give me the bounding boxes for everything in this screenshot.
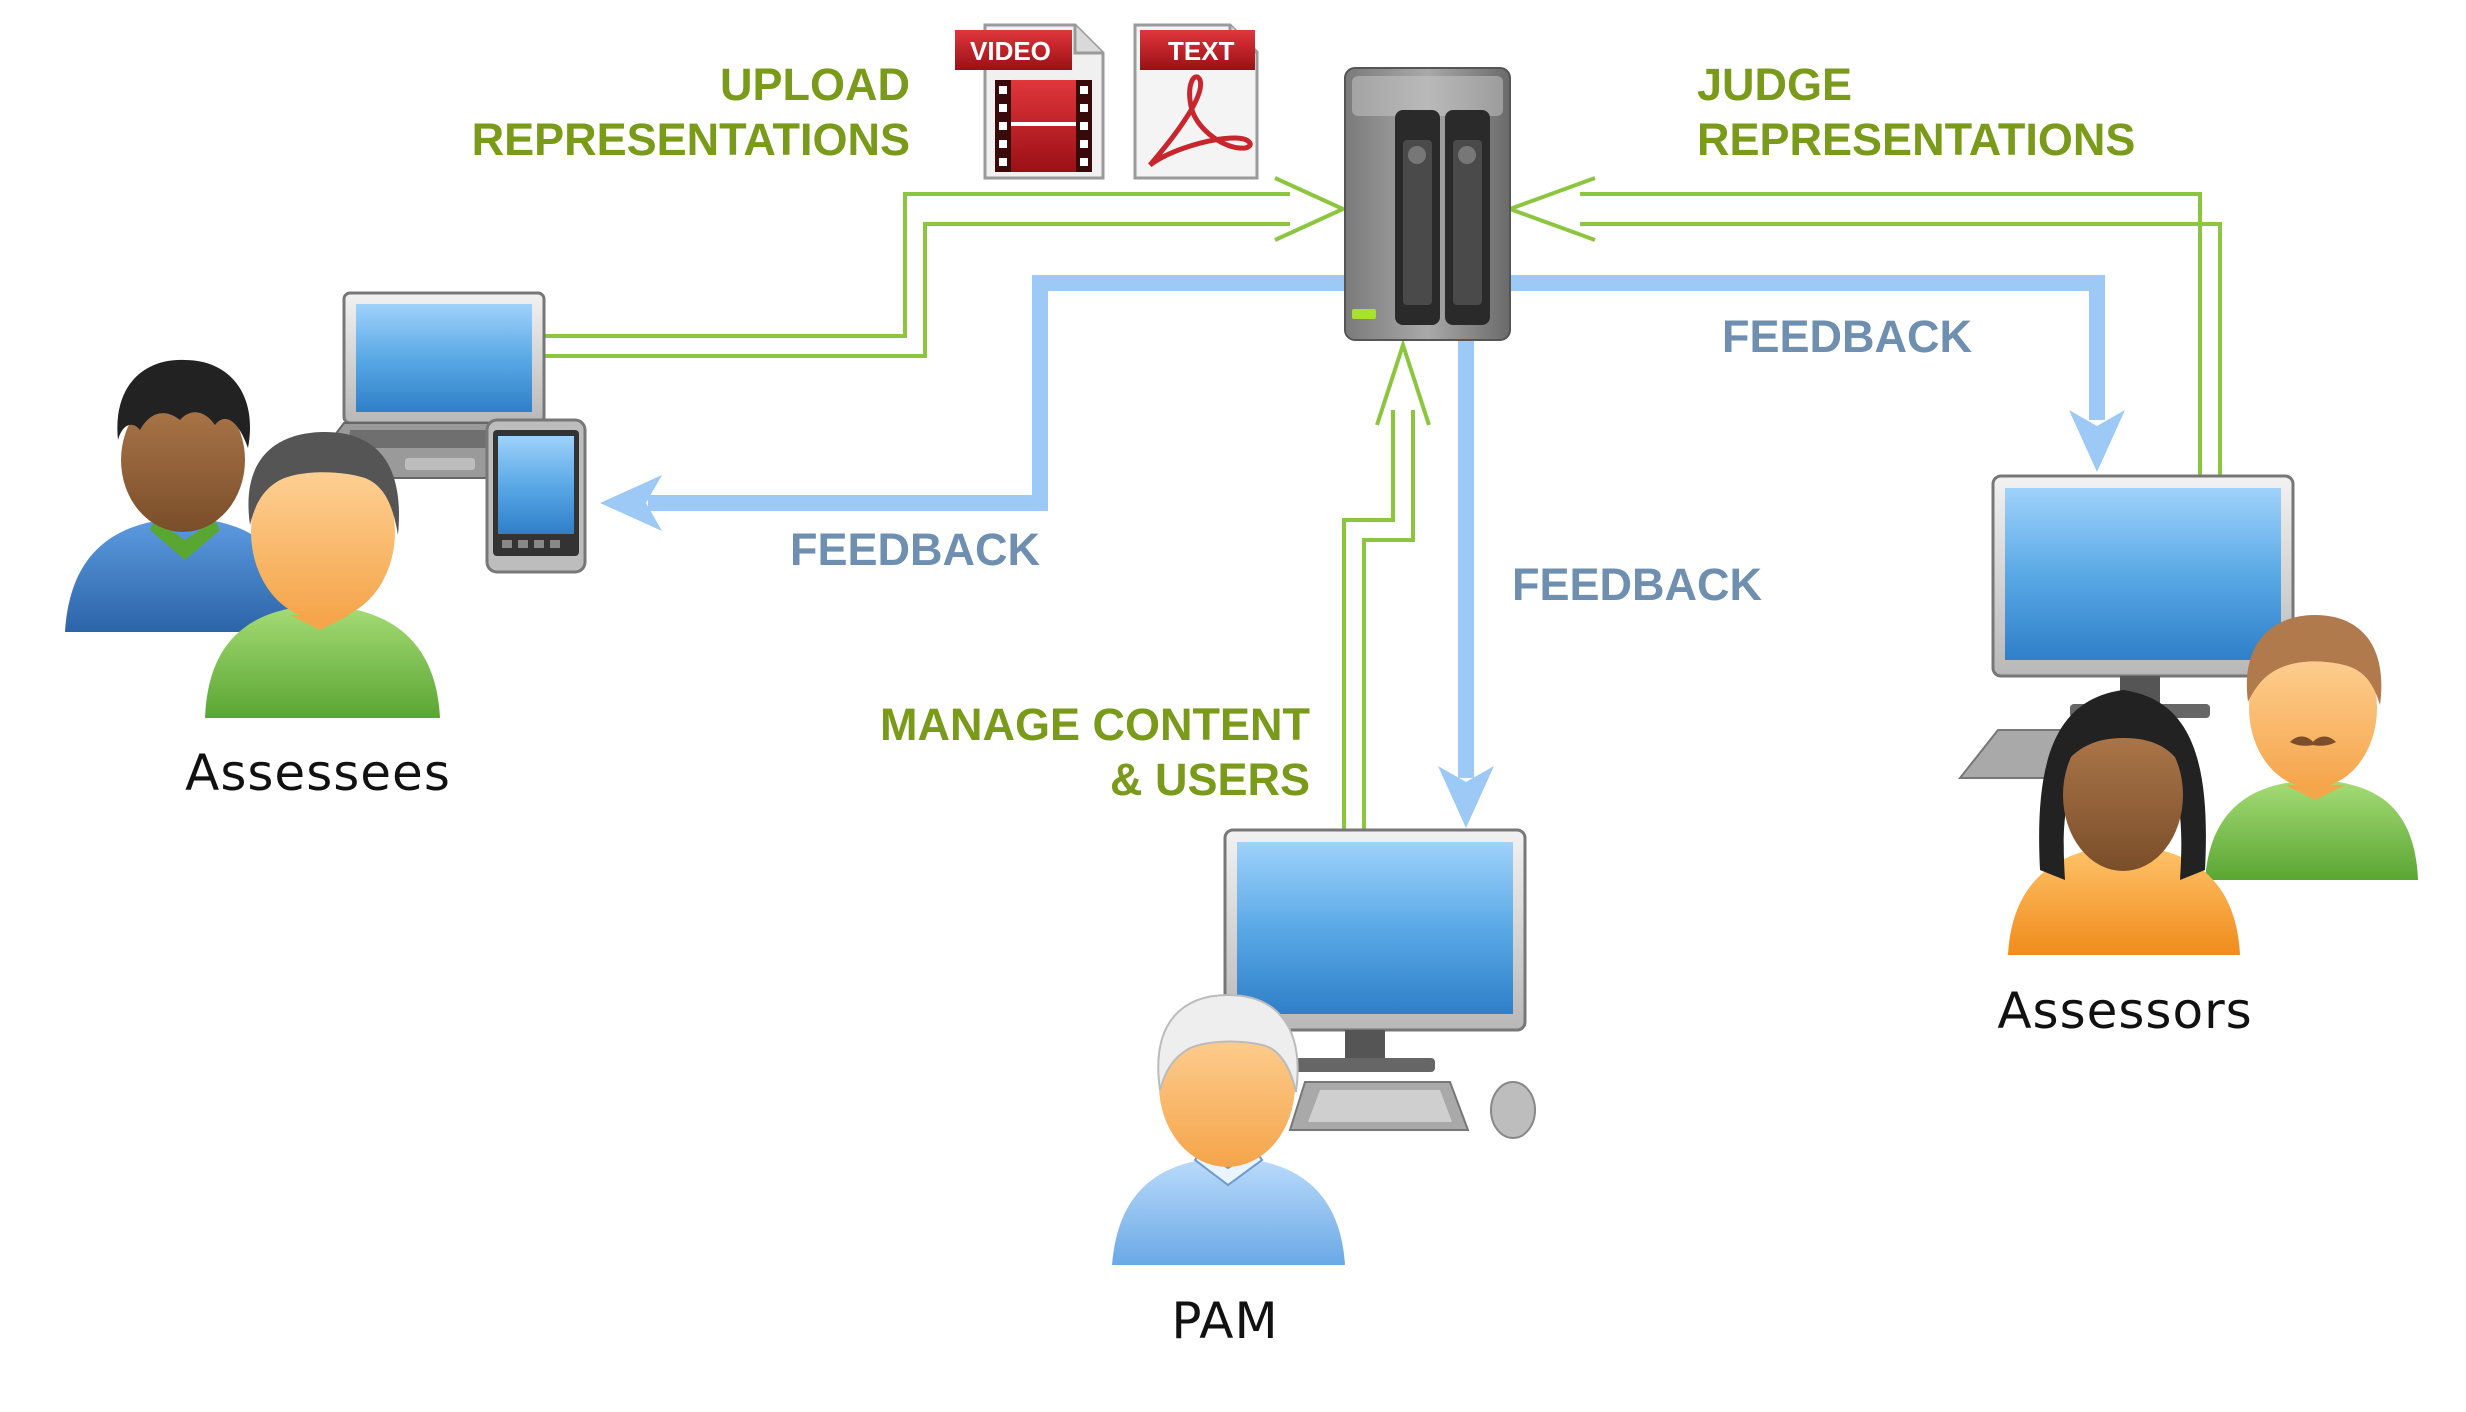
upload-arrow bbox=[544, 176, 1348, 358]
assessees-label: Assessees bbox=[185, 744, 451, 802]
upload-label-line1: UPLOAD bbox=[720, 59, 910, 110]
user-icon bbox=[2008, 690, 2240, 955]
video-file-icon: VIDEO bbox=[955, 23, 1105, 180]
manage-label-line1: MANAGE CONTENT bbox=[880, 699, 1310, 750]
manage-label-line2: & USERS bbox=[1110, 754, 1310, 805]
judge-label-line2: REPRESENTATIONS bbox=[1697, 114, 2135, 165]
upload-label-line2: REPRESENTATIONS bbox=[472, 114, 910, 165]
feedback-arrow-to-assessees bbox=[600, 275, 1345, 531]
tablet-icon bbox=[485, 418, 587, 574]
feedback-label-pam: FEEDBACK bbox=[1512, 559, 1763, 610]
text-badge-label: TEXT bbox=[1168, 36, 1235, 66]
video-badge-label: VIDEO bbox=[970, 36, 1051, 66]
server-icon bbox=[1344, 67, 1511, 341]
user-icon bbox=[205, 432, 440, 718]
desktop-computer-icon bbox=[1223, 828, 1536, 1139]
manage-arrow bbox=[1342, 338, 1431, 830]
judge-label-line1: JUDGE bbox=[1697, 59, 1852, 110]
desktop-computer-icon bbox=[1957, 474, 2295, 779]
user-icon bbox=[2205, 615, 2418, 880]
assessors-label: Assessors bbox=[1997, 982, 2252, 1040]
feedback-label-assessors: FEEDBACK bbox=[1722, 311, 1973, 362]
pam-label: PAM bbox=[1171, 1292, 1278, 1350]
feedback-label-assessees: FEEDBACK bbox=[790, 524, 1041, 575]
user-icon bbox=[65, 359, 300, 632]
feedback-arrow-to-assessors bbox=[1510, 275, 2125, 472]
feedback-arrow-to-pam bbox=[1438, 340, 1494, 828]
user-icon bbox=[1112, 993, 1345, 1265]
pdf-file-icon: TEXT bbox=[1133, 23, 1259, 180]
